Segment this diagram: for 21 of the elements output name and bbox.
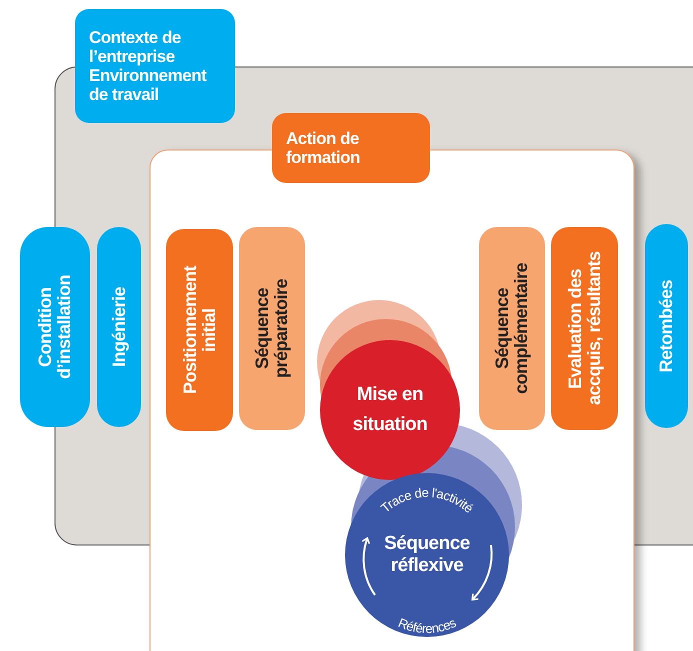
node-label: Ingénierie bbox=[110, 286, 128, 368]
label-box bbox=[75, 9, 235, 123]
node-label: Positionnement initial bbox=[180, 264, 218, 396]
node-label: Contexte de l’entreprise Environnement de travail bbox=[89, 28, 208, 104]
process-pill bbox=[551, 227, 618, 430]
node-label: Action de formation bbox=[286, 129, 361, 167]
process-pill bbox=[166, 229, 233, 431]
node-title: Séquence réflexive bbox=[383, 533, 471, 577]
node-label: Mise en situation bbox=[352, 383, 428, 437]
arc-label: Références bbox=[396, 615, 458, 636]
node-label: Evaluation des accquis, résultants bbox=[566, 250, 604, 408]
node-label: Retombées bbox=[657, 280, 676, 372]
node-label: Séquence complémentaire bbox=[493, 262, 531, 396]
process-pill bbox=[239, 227, 305, 430]
label-box bbox=[272, 113, 430, 183]
process-pill bbox=[97, 227, 141, 427]
process-pill bbox=[20, 227, 90, 427]
process-pill bbox=[479, 227, 545, 430]
node-label: Condition d’installation bbox=[36, 274, 74, 382]
node-label: Séquence préparatoire bbox=[253, 278, 291, 380]
process-pill bbox=[645, 224, 688, 428]
